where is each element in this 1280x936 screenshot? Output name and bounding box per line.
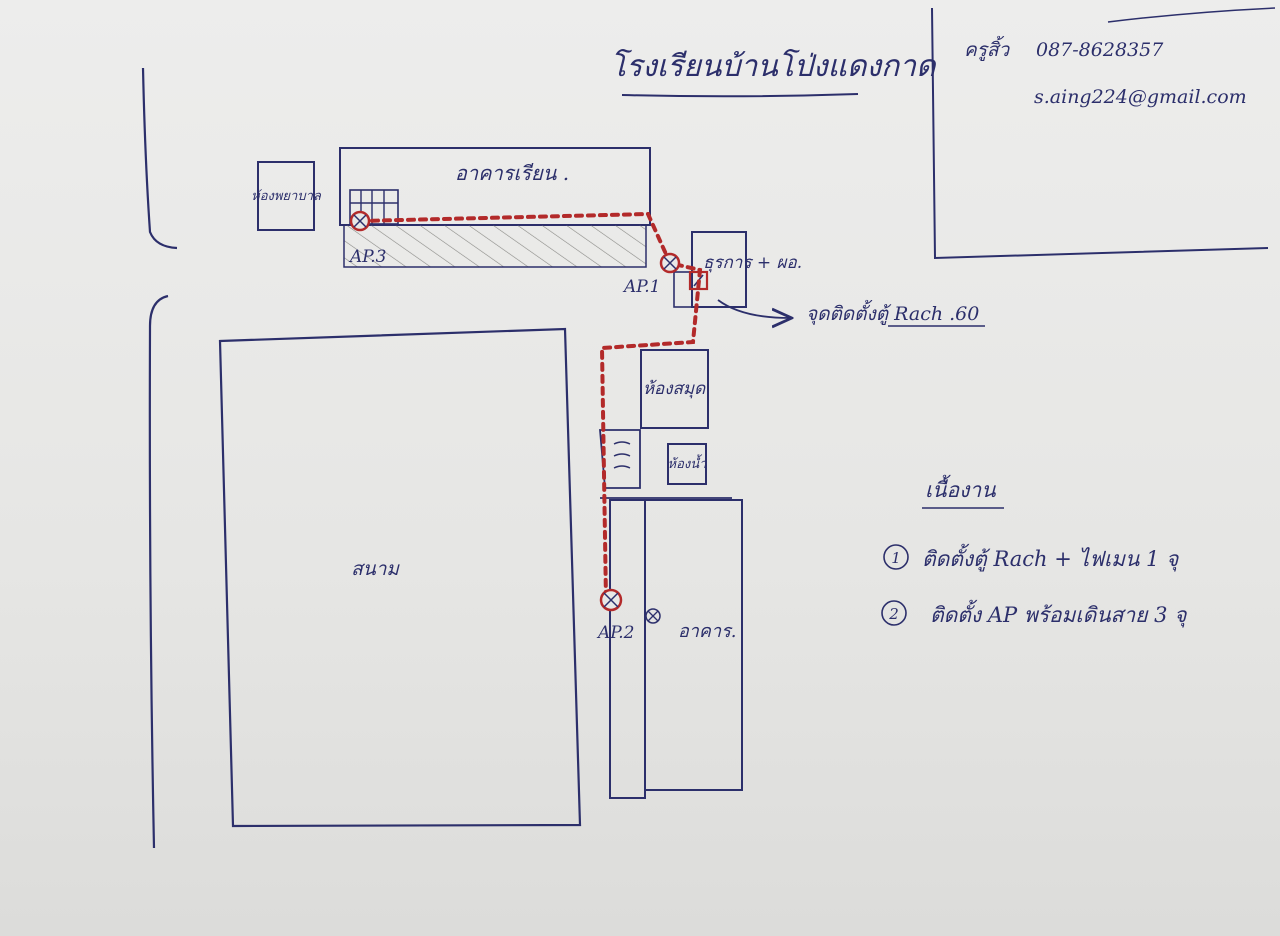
restroom-label: ห้องน้ำ (668, 454, 708, 472)
ap2-marker (599, 588, 623, 612)
work-item-1-text: ติดตั้งตู้ Rach + ไฟเมน 1 จุ (922, 543, 1180, 572)
long-building-label: อาคาร. (678, 621, 736, 642)
ap3-marker (349, 210, 371, 232)
work-item-2-text: ติดตั้ง AP พร้อมเดินสาย 3 จุ (930, 599, 1188, 628)
contact-phone: 087-8628357 (1036, 39, 1164, 61)
office-label: ธุรการ + ผอ. (703, 253, 802, 273)
library-label: ห้องสมุด (643, 379, 706, 399)
field: สนาม (218, 327, 582, 828)
road-edge-bottom (148, 294, 169, 849)
rack-note: จุดติดตั้งตู้ Rach .60 (806, 299, 979, 325)
library-room: ห้องสมุด (640, 349, 709, 429)
walkway (599, 429, 732, 499)
work-item-2-number: 2 (888, 605, 899, 623)
ap1-marker (659, 252, 681, 274)
top-building-label: อาคารเรียน . (455, 161, 569, 185)
contact-name: ครูสิ้ว (964, 35, 1011, 61)
contact-box: ครูสิ้ว 087-8628357 s.aing224@gmail.com (931, 7, 1276, 260)
title-underline (621, 93, 859, 98)
ap3-label: AP.3 (348, 247, 387, 267)
ap2-label: AP.2 (596, 623, 635, 643)
rack-arrow (717, 299, 790, 318)
restroom: ห้องน้ำ (667, 443, 708, 485)
road-edge-top (141, 67, 178, 250)
ap2-alt-symbol-icon (645, 608, 661, 624)
work-list: เนื้องาน 1 ติดตั้งตู้ Rach + ไฟเมน 1 จุ … (881, 474, 1188, 628)
page-title: โรงเรียนบ้านโป่งแดงกาด (610, 48, 937, 84)
contact-email: s.aing224@gmail.com (1034, 86, 1247, 108)
work-item-1-number: 1 (891, 549, 901, 567)
field-label: สนาม (351, 558, 400, 580)
left-small-room-label: ห้องพยาบาล (251, 189, 322, 204)
work-list-heading: เนื้องาน (925, 474, 996, 502)
cable-route (358, 211, 703, 602)
left-small-room: ห้องพยาบาล (251, 161, 322, 231)
stairs-icon (349, 189, 399, 225)
top-building: อาคารเรียน . (339, 147, 651, 268)
long-building: อาคาร. (609, 499, 743, 799)
ap1-label: AP.1 (622, 277, 661, 297)
